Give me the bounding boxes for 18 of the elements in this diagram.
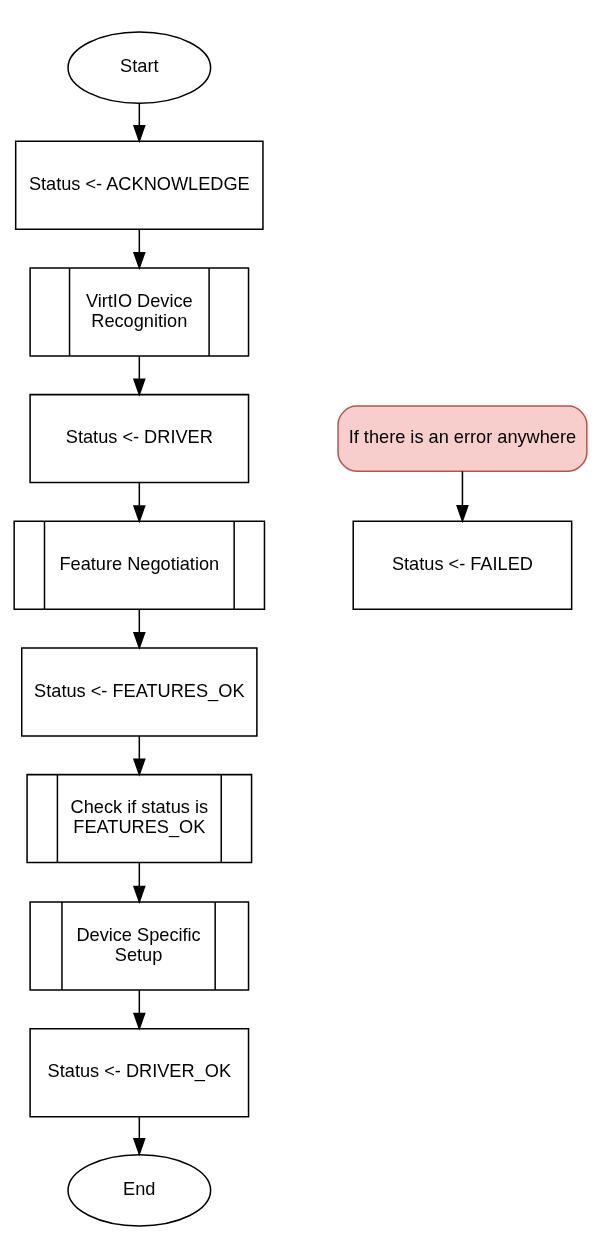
node-box: Status <- ACKNOWLEDGE: [14, 140, 264, 230]
arrow: [132, 861, 146, 904]
arrow: [132, 481, 146, 523]
arrow: [132, 988, 146, 1031]
arrow: [132, 608, 146, 650]
node-box: Status <- FAILED: [352, 520, 573, 610]
arrow: [132, 228, 146, 270]
arrow: [132, 1115, 146, 1156]
node-box: Status <- DRIVER_OK: [29, 1027, 250, 1117]
arrow: [132, 354, 146, 397]
node-ellipse: Start: [67, 30, 212, 104]
arrow: [132, 734, 146, 777]
node-ellipse: End: [67, 1153, 212, 1227]
node-box: If there is an error anywhere: [337, 404, 588, 472]
node-box: Status <- FEATURES_OK: [21, 646, 258, 737]
node-box: Status <- DRIVER: [29, 393, 250, 483]
arrow: [456, 470, 469, 523]
arrow: [132, 102, 146, 143]
